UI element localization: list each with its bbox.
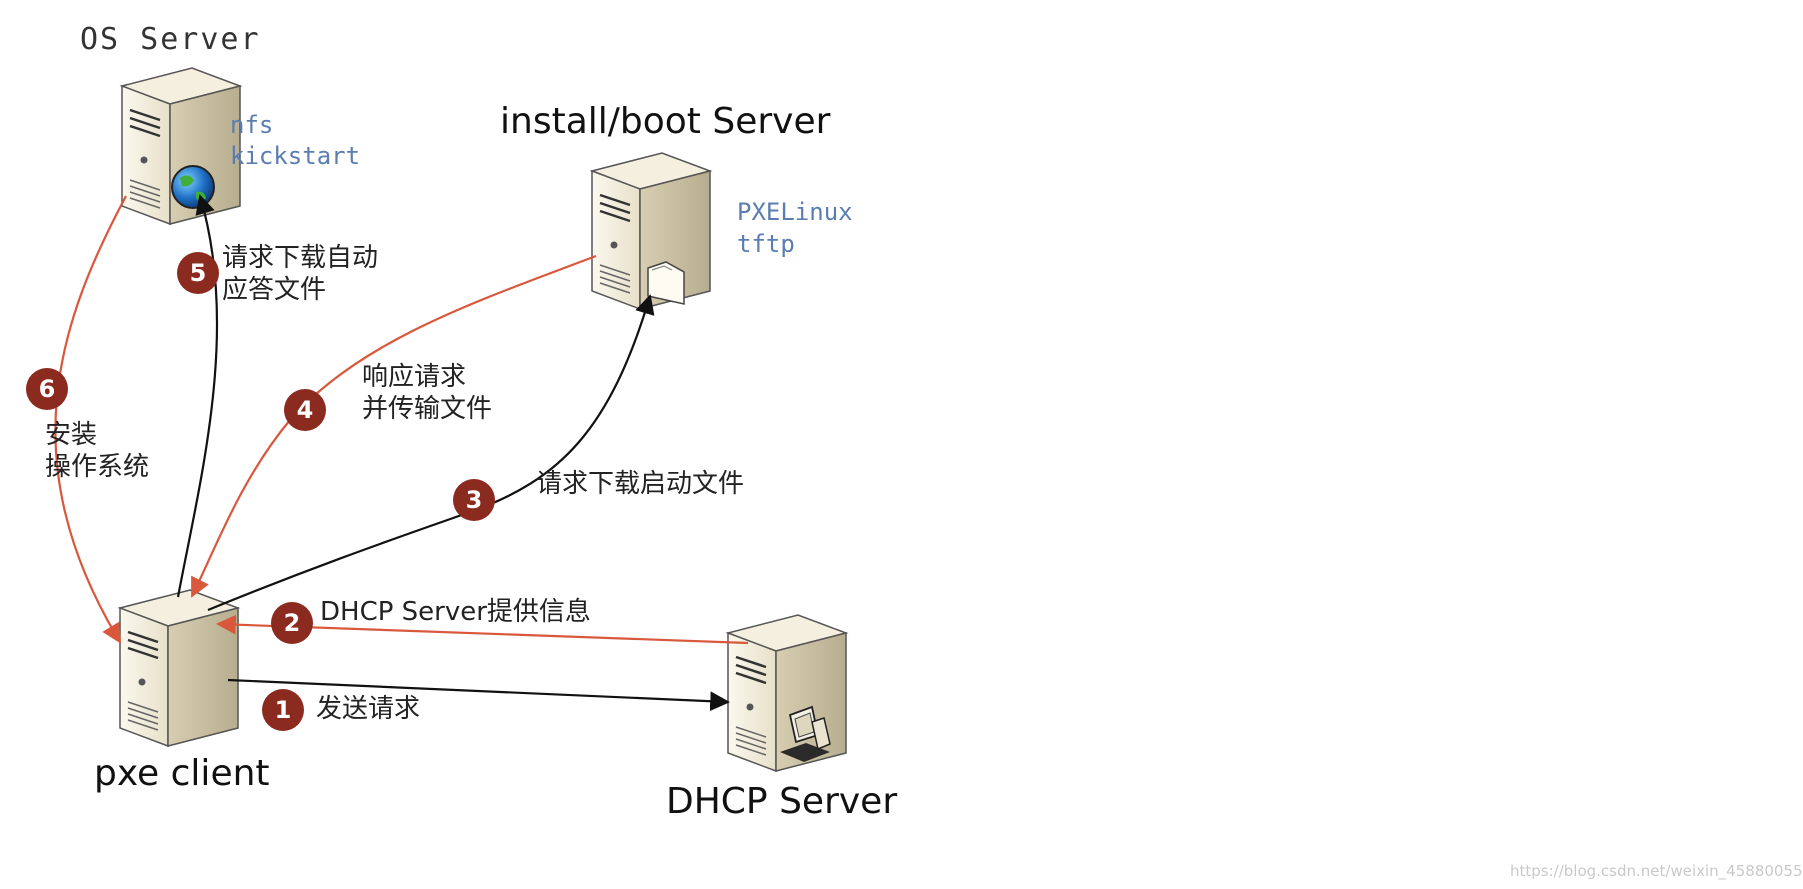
svg-text:3: 3 [466,486,483,514]
arrow-step-6 [54,195,127,644]
pxe-client-label: pxe client [94,753,270,794]
step-label-2: DHCP Server提供信息 [320,597,591,627]
svg-text:4: 4 [297,396,314,424]
badges: 1 2 3 4 5 6 [26,252,495,731]
svg-text:6: 6 [39,375,56,403]
dhcp-server-icon [726,613,848,773]
computer-icon [780,705,831,762]
boot-server-service-tftp: tftp [737,230,795,258]
boot-server-label: install/boot Server [500,101,831,142]
svg-text:1: 1 [275,696,292,724]
step-label-6: 安装 操作系统 [45,420,150,482]
arrow-step-1 [227,678,730,712]
step-badge-4: 4 [284,389,326,431]
boot-server-service-pxelinux: PXELinux [737,198,853,226]
svg-text:2: 2 [284,609,301,637]
folder-icon [647,261,685,305]
step-label-1: 发送请求 [316,694,421,724]
step-badge-1: 1 [262,689,304,731]
step-label-4: 响应请求 并传输文件 [362,362,493,424]
arrow-step-5 [176,194,219,598]
globe-icon [171,165,215,209]
os-server-service-kickstart: kickstart [230,142,361,170]
pxe-client-server-icon [118,588,240,748]
step-label-5: 请求下载自动 应答文件 [222,243,379,305]
step-badge-6: 6 [26,368,68,410]
watermark-url: https://blog.csdn.net/weixin_45880055 [1510,862,1803,880]
arrow-step-3 [207,294,655,612]
step-badge-3: 3 [453,479,495,521]
step-badge-2: 2 [271,602,313,644]
step-badge-5: 5 [177,252,219,294]
step-label-3: 请求下载启动文件 [536,469,745,499]
dhcp-server-label: DHCP Server [666,781,898,822]
os-server-service-nfs: nfs [230,111,274,139]
svg-text:5: 5 [190,259,207,287]
arrow-step-4 [191,254,597,598]
os-server-label: OS Server [80,22,261,57]
